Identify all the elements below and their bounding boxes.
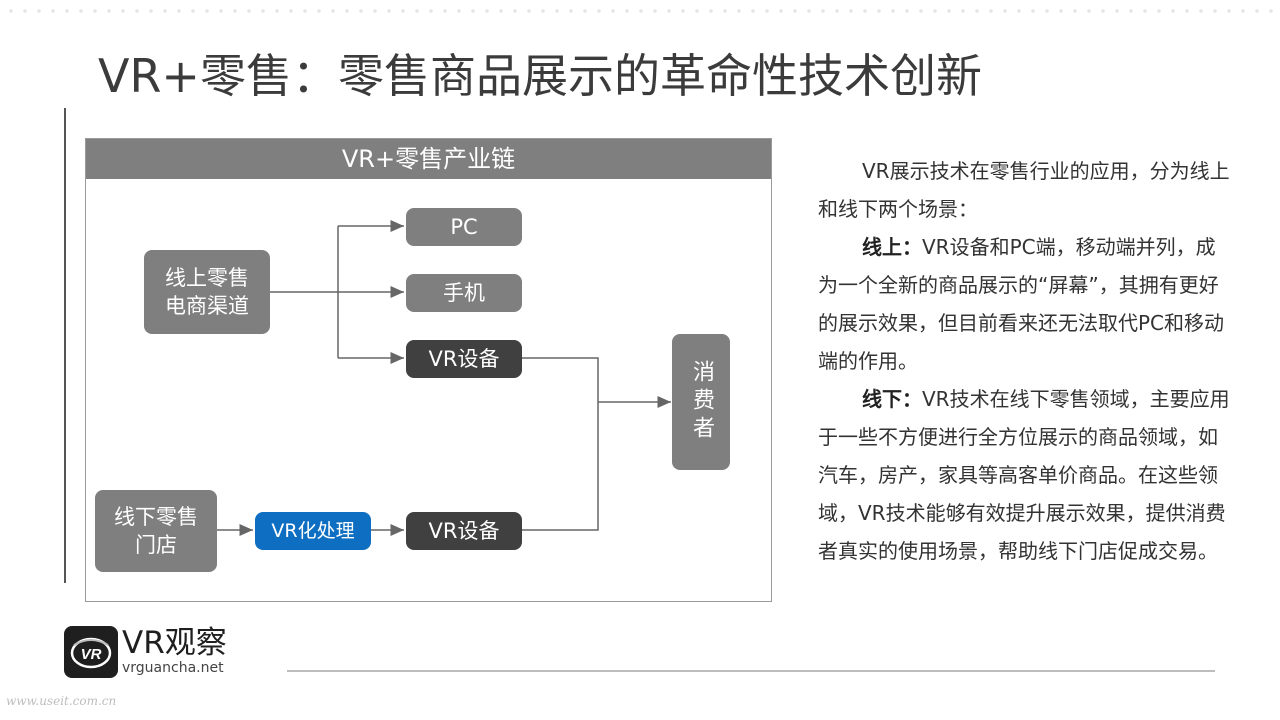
online-retail-line-2: 电商渠道 (165, 294, 249, 318)
brand-logo: VR VR观察 vrguancha.net (62, 624, 252, 684)
top-dot-border (0, 0, 1280, 22)
mobile-node: 手机 (406, 274, 522, 312)
page-title: VR+零售：零售商品展示的革命性技术创新 (98, 49, 982, 103)
offline-retail-node: 线下零售 门店 (95, 490, 217, 572)
logo-name: VR观察 (122, 625, 227, 661)
consumer-label: 消费者 (689, 360, 714, 444)
description-text: VR展示技术在零售行业的应用，分为线上和线下两个场景： 线上：VR设备和PC端，… (818, 152, 1230, 570)
diagram-header: VR+零售产业链 (86, 139, 771, 179)
pc-node: PC (406, 208, 522, 246)
offline-label: 线下： (862, 387, 922, 411)
online-body: VR设备和PC端，移动端并列，成为一个全新的商品展示的“屏幕”，其拥有更好的展示… (818, 235, 1225, 373)
vr-device-offline-label: VR设备 (428, 519, 500, 543)
online-retail-node: 线上零售 电商渠道 (144, 250, 270, 334)
online-label: 线上： (862, 235, 922, 259)
online-paragraph: 线上：VR设备和PC端，移动端并列，成为一个全新的商品展示的“屏幕”，其拥有更好… (818, 228, 1230, 380)
offline-retail-line-2: 门店 (135, 533, 177, 557)
watermark: www.useit.com.cn (6, 694, 117, 708)
intro-paragraph: VR展示技术在零售行业的应用，分为线上和线下两个场景： (818, 159, 1230, 221)
pc-label: PC (450, 215, 478, 239)
vr-device-offline-node: VR设备 (406, 512, 522, 550)
vr-logo-icon: VR (64, 626, 118, 678)
vr-processing-label: VR化处理 (271, 520, 355, 542)
offline-paragraph: 线下：VR技术在线下零售领域，主要应用于一些不方便进行全方位展示的商品领域，如汽… (818, 380, 1230, 570)
vr-device-online-node: VR设备 (406, 340, 522, 378)
online-retail-line-1: 线上零售 (165, 266, 249, 290)
offline-retail-line-1: 线下零售 (114, 505, 198, 529)
left-vertical-rule (64, 108, 66, 583)
logo-url: vrguancha.net (122, 660, 224, 676)
logo-mark-text: VR (81, 646, 102, 663)
offline-body: VR技术在线下零售领域，主要应用于一些不方便进行全方位展示的商品领域，如汽车，房… (818, 387, 1230, 563)
vr-device-online-label: VR设备 (428, 347, 500, 371)
mobile-label: 手机 (443, 281, 485, 305)
footer-divider (287, 670, 1215, 672)
consumer-node: 消费者 (672, 334, 730, 470)
vr-processing-node: VR化处理 (255, 512, 371, 550)
